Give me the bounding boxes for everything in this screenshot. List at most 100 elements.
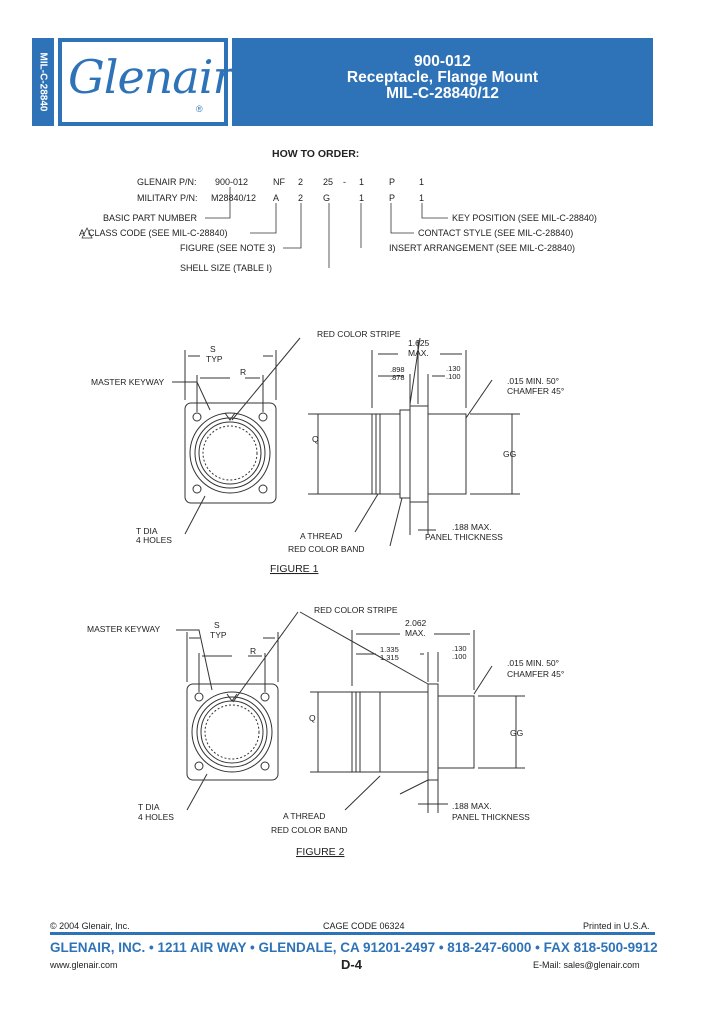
website-link[interactable]: www.glenair.com — [50, 960, 118, 970]
length-value-1: 1.625 — [408, 338, 430, 348]
dim-b-upper-2: .130 — [452, 644, 467, 653]
glenair-figure: 2 — [298, 177, 304, 187]
t-dia-label-1: T DIA — [136, 526, 158, 536]
callout-class-code: CLASS CODE (SEE MIL-C-28840) — [88, 228, 228, 238]
title-box: 900-012 Receptacle, Flange Mount MIL-C-2… — [232, 38, 653, 126]
logo: Glenair ® — [62, 42, 234, 122]
part-number-title: 900-012 — [414, 53, 471, 70]
s-label-1: S — [210, 344, 216, 354]
dim-a-upper-1: .898 — [390, 365, 405, 374]
mounting-hole — [258, 484, 268, 494]
figure-2-drawing: RED COLOR STRIPE 2.062 MAX. S TYP R MAST… — [87, 605, 564, 858]
military-figure: 2 — [298, 193, 304, 203]
dim-b-lower-2: .100 — [452, 652, 467, 661]
product-title: Receptacle, Flange Mount — [346, 69, 539, 86]
glenair-class: NF — [273, 177, 285, 187]
dim-b-lower-1: .100 — [446, 372, 461, 381]
red-band-label-1: RED COLOR BAND — [288, 544, 365, 554]
q-label-1: Q — [312, 434, 319, 444]
logo-box: Glenair ® — [58, 38, 234, 126]
callout-shell-size: SHELL SIZE (TABLE I) — [180, 263, 273, 273]
master-keyway-mark — [226, 693, 238, 702]
flange-front-view — [184, 402, 277, 504]
mounting-hole — [194, 761, 204, 771]
cage-code: CAGE CODE 06324 — [323, 921, 405, 931]
figure-2-caption: FIGURE 2 — [296, 846, 345, 858]
receptacle-outer-circle — [191, 691, 273, 773]
military-key: 1 — [419, 193, 425, 203]
military-pn-label: MILITARY P/N: — [137, 193, 198, 203]
holes-label-1: 4 HOLES — [136, 535, 172, 545]
figure-1-caption: FIGURE 1 — [270, 563, 319, 575]
master-keyway-label-2: MASTER KEYWAY — [87, 624, 161, 634]
callout-figure: FIGURE (SEE NOTE 3) — [180, 243, 276, 253]
mounting-hole — [192, 484, 202, 494]
dim-a-lower-2: 1.315 — [380, 653, 399, 662]
length-value-2: 2.062 — [405, 618, 427, 628]
r-label-1: R — [240, 367, 246, 377]
mounting-hole — [192, 412, 202, 422]
gg-label-2: GG — [510, 728, 523, 738]
callout-contact-style: CONTACT STYLE (SEE MIL-C-28840) — [418, 228, 574, 238]
callout-basic-part: BASIC PART NUMBER — [103, 213, 198, 223]
callout-insert-arrangement: INSERT ARRANGEMENT (SEE MIL-C-28840) — [389, 243, 576, 253]
mounting-hole — [260, 692, 270, 702]
footer-rule — [50, 932, 655, 935]
a-thread-label-1: A THREAD — [300, 531, 342, 541]
military-insert: 1 — [359, 193, 365, 203]
dim-a-lower-1: .878 — [390, 373, 405, 382]
panel-thickness-2: PANEL THICKNESS — [452, 812, 530, 822]
chamfer-line1-2: .015 MIN. 50° — [507, 658, 559, 668]
mounting-hole — [260, 761, 270, 771]
email-link[interactable]: E-Mail: sales@glenair.com — [533, 960, 640, 970]
length-max-1: MAX. — [408, 348, 429, 358]
glenair-pn-label: GLENAIR P/N: — [137, 177, 197, 187]
dim-b-upper-1: .130 — [446, 364, 461, 373]
q-label-2: Q — [309, 713, 316, 723]
chamfer-line1-1: .015 MIN. 50° — [507, 376, 559, 386]
flange-front-view — [186, 683, 279, 781]
r-label-2: R — [250, 646, 256, 656]
master-keyway-label-1: MASTER KEYWAY — [91, 377, 165, 387]
length-max-2: MAX. — [405, 628, 426, 638]
flange-side-view — [409, 405, 429, 503]
class-code-marker: A — [79, 228, 86, 238]
spec-title: MIL-C-28840/12 — [386, 85, 499, 102]
glenair-shell: 25 — [323, 177, 334, 187]
panel-max-2: .188 MAX. — [452, 801, 492, 811]
order-leader-lines — [81, 187, 448, 268]
glenair-insert: 1 — [359, 177, 365, 187]
t-dia-label-2: T DIA — [138, 802, 160, 812]
chamfer-line2-2: CHAMFER 45° — [507, 669, 564, 679]
a-thread-label-2: A THREAD — [283, 811, 325, 821]
chamfer-line2-1: CHAMFER 45° — [507, 386, 564, 396]
glenair-dash: - — [343, 177, 346, 187]
company-address: GLENAIR, INC. • 1211 AIR WAY • GLENDALE,… — [50, 940, 658, 955]
figure-1-drawing: RED COLOR STRIPE 1.625 MAX. S TYP R MAST… — [91, 329, 564, 575]
military-contact: P — [389, 193, 396, 203]
mounting-hole — [194, 692, 204, 702]
page-number: D-4 — [341, 957, 362, 972]
red-band-label-2: RED COLOR BAND — [271, 825, 348, 835]
military-basic: M28840/12 — [211, 193, 257, 203]
printed-in: Printed in U.S.A. — [583, 921, 650, 931]
master-keyway-mark — [224, 412, 236, 421]
logo-text: Glenair — [68, 50, 234, 104]
glenair-key: 1 — [419, 177, 425, 187]
callout-key-position: KEY POSITION (SEE MIL-C-28840) — [452, 213, 597, 223]
side-tab: MIL-C-28840 — [32, 38, 54, 126]
receptacle-outer-circle — [189, 412, 271, 494]
typ-label-1: TYP — [206, 354, 223, 364]
s-label-2: S — [214, 620, 220, 630]
panel-max-1: .188 MAX. — [452, 522, 492, 532]
flange-side-view — [427, 683, 439, 781]
gg-label-1: GG — [503, 449, 516, 459]
red-stripe-label-1: RED COLOR STRIPE — [317, 329, 401, 339]
glenair-basic: 900-012 — [215, 177, 249, 187]
copyright: © 2004 Glenair, Inc. — [50, 921, 130, 931]
red-stripe-label-2: RED COLOR STRIPE — [314, 605, 398, 615]
holes-label-2: 4 HOLES — [138, 812, 174, 822]
mounting-hole — [258, 412, 268, 422]
dim-a-upper-2: 1.335 — [380, 645, 399, 654]
military-shell: G — [323, 193, 331, 203]
